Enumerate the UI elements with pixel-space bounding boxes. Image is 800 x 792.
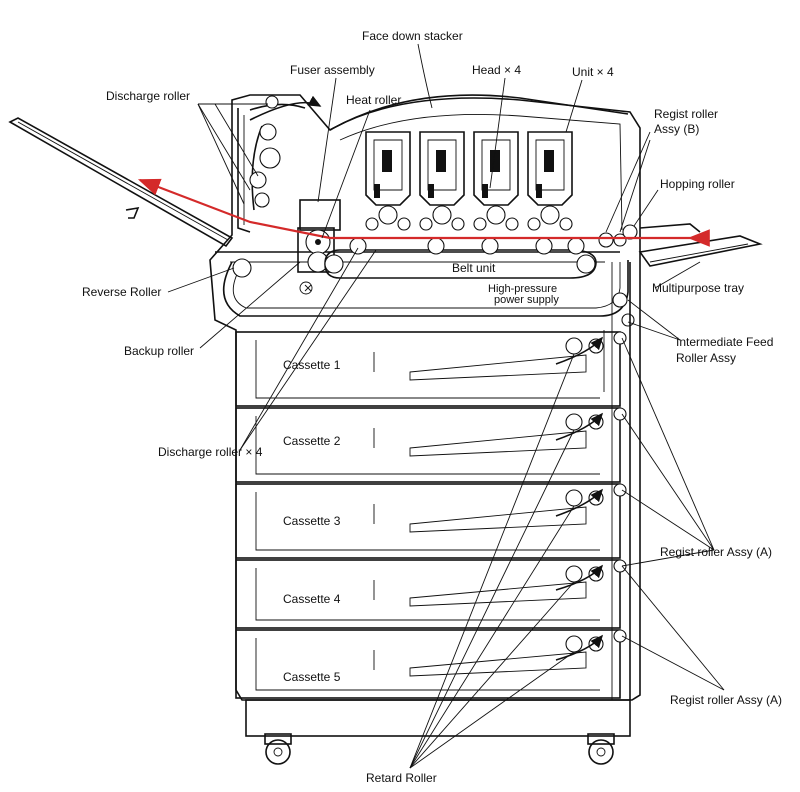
- toner-unit-2: [419, 131, 465, 231]
- cassette-label: Cassette 3: [283, 514, 341, 528]
- toner-unit-3: [473, 131, 519, 231]
- cassettes: Cassette 1 Cassette 2 Cassette 3: [235, 262, 631, 700]
- leader-lines: [167, 43, 725, 769]
- label-high-pressure-2: power supply: [494, 294, 559, 306]
- label-fuser-assembly: Fuser assembly: [290, 63, 375, 77]
- label-regist-roller-b-1: Regist roller: [654, 107, 718, 121]
- cassette-1: Cassette 1: [235, 330, 627, 407]
- label-hopping-roller: Hopping roller: [660, 177, 735, 191]
- multipurpose-tray: [638, 223, 763, 267]
- cassette-label: Cassette 5: [283, 670, 341, 684]
- cassette-3: Cassette 3: [235, 483, 627, 559]
- label-intermediate-feed-2: Roller Assy: [676, 351, 736, 365]
- exit-tray: [8, 117, 234, 248]
- label-regist-roller-b-2: Assy (B): [654, 122, 699, 136]
- label-multipurpose-tray: Multipurpose tray: [652, 281, 744, 295]
- cassette-4: Cassette 4: [235, 559, 627, 629]
- discharge-rollers: [249, 95, 306, 211]
- cassette-label: Cassette 4: [283, 592, 341, 606]
- label-high-pressure-1: High-pressure: [488, 283, 557, 295]
- duplex-path: [222, 258, 635, 327]
- toner-unit-1: [365, 131, 411, 231]
- led-heads: [374, 184, 542, 198]
- belt-unit: [324, 224, 638, 279]
- reverse-roller: [232, 258, 252, 278]
- cassette-label: Cassette 1: [283, 358, 341, 372]
- label-regist-roller-a-upper: Regist roller Assy (A): [660, 545, 772, 559]
- label-backup-roller: Backup roller: [124, 344, 194, 358]
- wheel-left: [264, 733, 292, 765]
- label-unit: Unit × 4: [572, 65, 614, 79]
- toner-units: [365, 131, 573, 231]
- label-heat-roller: Heat roller: [346, 93, 401, 107]
- label-regist-roller-a-lower: Regist roller Assy (A): [670, 693, 782, 707]
- labels: Face down stacker Fuser assembly Head × …: [82, 29, 782, 785]
- cassette-label: Cassette 2: [283, 434, 341, 448]
- cassette-2: Cassette 2: [235, 407, 627, 483]
- label-retard-roller: Retard Roller: [366, 771, 437, 785]
- discharge-direction-arrow: [249, 95, 322, 121]
- label-discharge-roller: Discharge roller: [106, 89, 190, 103]
- label-reverse-roller: Reverse Roller: [82, 285, 161, 299]
- label-discharge-roller-x4: Discharge roller × 4: [158, 445, 263, 459]
- paper-path-arrow: [137, 178, 710, 247]
- label-face-down-stacker: Face down stacker: [362, 29, 463, 43]
- cassette-5: Cassette 5: [235, 629, 627, 699]
- wheel-right: [587, 733, 615, 765]
- printer-body: [209, 94, 641, 765]
- label-intermediate-feed-1: Intermediate Feed: [676, 335, 773, 349]
- toner-unit-4: [527, 131, 573, 231]
- label-head: Head × 4: [472, 63, 521, 77]
- regist-roller-b: [598, 232, 614, 248]
- label-belt-unit: Belt unit: [452, 261, 496, 275]
